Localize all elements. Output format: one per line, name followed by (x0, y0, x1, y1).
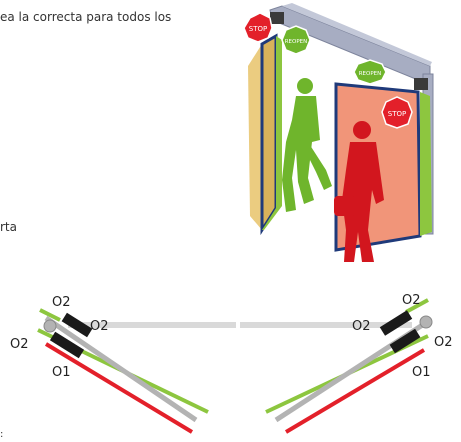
left-sensor-bottom (49, 331, 85, 359)
left-o1-label: O1 (52, 365, 71, 380)
left-door-leaf (260, 33, 278, 236)
stop-sign-right-text: STOP (388, 110, 406, 118)
stop-sign-right: STOP (381, 96, 413, 129)
right-red-beam (284, 348, 426, 434)
right-hinge-pivot (419, 315, 433, 329)
green-person-figure (282, 78, 332, 212)
left-reopen-zone (262, 36, 282, 230)
reopen-sign-right-text: REOPEN (359, 71, 382, 77)
left-o2-inner-label: O2 (90, 319, 109, 334)
left-gray-door-leaf (44, 315, 198, 423)
right-sensor-bottom (389, 328, 421, 354)
reopen-sign-top: REOPEN (281, 25, 311, 55)
body-text-fragment: rta (0, 220, 17, 234)
stop-sign-left-text: STOP (249, 25, 267, 33)
right-o1-label: O1 (412, 365, 431, 380)
right-o2-inner-label: O2 (352, 319, 371, 334)
left-o2-side-label: O2 (10, 337, 29, 352)
left-door-detection-zone (248, 44, 262, 230)
door-scene-illustration: STOP REOPEN REOPEN STOP (243, 3, 434, 262)
right-leaf-group (265, 298, 433, 434)
stop-sign-left: STOP (243, 12, 273, 43)
left-red-beam (44, 342, 194, 434)
right-sensor-top (379, 310, 413, 336)
text-mark: : (0, 429, 4, 440)
left-o2-top-label: O2 (52, 295, 71, 310)
right-o2-top-label: O2 (402, 293, 421, 308)
left-sensor-top (61, 312, 93, 338)
caption-text-fragment: ea la correcta para todos los (0, 10, 172, 24)
right-o2-side-label: O2 (434, 335, 453, 350)
reopen-sign-top-text: REOPEN (285, 39, 308, 45)
right-operator-box (414, 78, 428, 90)
left-hinge-pivot (43, 319, 57, 333)
right-reopen-zone (420, 92, 432, 236)
left-leaf-group (37, 308, 209, 434)
left-operator-box (270, 12, 284, 24)
red-person-figure (334, 121, 384, 262)
reopen-sign-right: REOPEN (353, 59, 387, 85)
right-green-beam-top (405, 298, 429, 314)
left-green-beam-top (39, 308, 61, 322)
top-view-sensor-diagram: O2 O2 O2 O1 O2 O2 O2 O1 (10, 293, 453, 434)
